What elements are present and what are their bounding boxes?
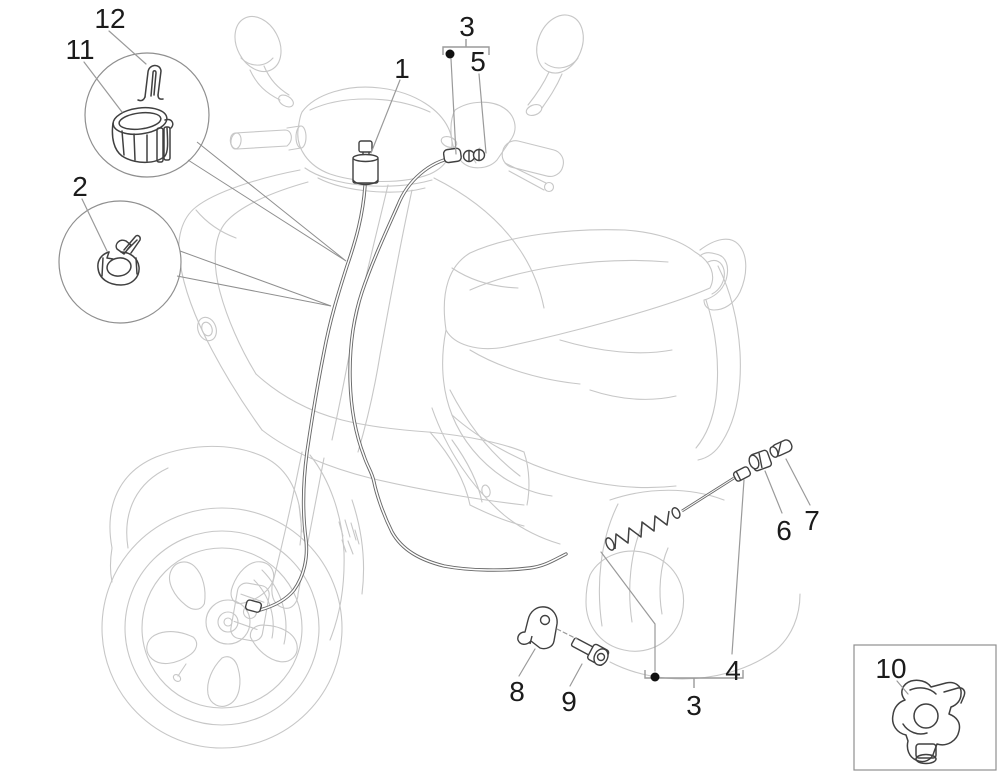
scooter-line-art [101,14,801,749]
front-wheel [101,451,343,749]
cable-rear-transmission [348,156,568,572]
pointer-wedges [176,141,347,307]
leader-9 [569,663,583,687]
cable-inner-rod [681,476,735,513]
leader-7 [785,458,811,506]
label-10: 10 [875,653,906,684]
rear-wheel-engine [585,489,801,680]
label-7: 7 [804,505,820,536]
seat [443,229,714,350]
leader-2 [81,198,108,252]
label-8: 8 [509,676,525,707]
right-mirror [525,14,584,116]
front-apron-floorboard [178,169,545,641]
cable-hardware [244,140,793,667]
bracket-bottom-3 [644,670,744,688]
leader-11 [83,61,123,113]
bullet-marker-bottom [650,672,660,682]
bullet-marker-top [445,49,455,59]
label-1: 1 [394,53,410,84]
leader-6 [764,470,783,514]
under-seat-body [431,329,677,545]
bullet-markers [445,49,660,682]
label-11: 11 [65,34,94,65]
part-11-band-clamp [111,106,174,164]
leader-12 [108,30,147,65]
label-4: 4 [725,655,741,686]
part-6-barrel [748,449,773,472]
detail-frames [58,52,997,771]
leader-5 [478,73,487,154]
rear-tail [695,238,747,461]
wedge-circle2-b [176,275,332,307]
steering-column [331,184,413,453]
cables [258,156,568,612]
wheel-spokes [142,553,303,707]
label-12: 12 [94,3,125,34]
leader-bullet-top [450,58,457,155]
label-3-bottom: 3 [686,690,702,721]
detail-box-10 [853,644,997,771]
label-9: 9 [561,686,577,717]
callout-labels: 12 11 2 1 3 5 6 7 8 9 4 3 10 [65,3,906,721]
front-brake-end-fitting [244,599,263,613]
part-10-cable-guide-clamp [891,679,966,765]
label-2: 2 [72,171,88,202]
label-5: 5 [470,46,486,77]
left-mirror [234,16,294,108]
leader-4 [731,479,745,655]
bracket-top-3 [442,39,490,55]
leader-10 [896,680,909,695]
part-2-cable-clamp [97,234,141,286]
label-3-top: 3 [459,11,475,42]
part-5-adjuster-nuts [442,147,486,164]
part-9-screw [570,637,610,667]
leader-bullet-bottom [600,551,656,672]
wedge-circle1-a [196,141,347,262]
right-controls [450,101,564,193]
leader-8-9-dashed [556,628,578,640]
left-grip [229,125,307,151]
spring-bellows [605,507,681,551]
leader-lines [81,30,909,695]
brake-lever [504,162,547,191]
part-1-cable-adjuster [352,140,379,186]
detail-circle-11-12 [84,52,210,178]
cable-ferrule [732,466,752,482]
detail-circle-2 [58,200,182,324]
part-8-bracket [517,606,558,650]
leader-8 [518,648,536,677]
wedge-circle1-b [187,159,347,262]
cable-front-brake [258,184,367,612]
label-6: 6 [776,515,792,546]
group-brackets [442,39,744,688]
front-fender [109,445,303,583]
part-7-pin [769,439,793,458]
part-12-spring-clip [137,64,164,102]
wedge-circle2-a [179,250,332,307]
handlebar-headlamp-cover [297,86,458,193]
detail-parts [97,64,966,765]
leader-1 [370,79,401,154]
